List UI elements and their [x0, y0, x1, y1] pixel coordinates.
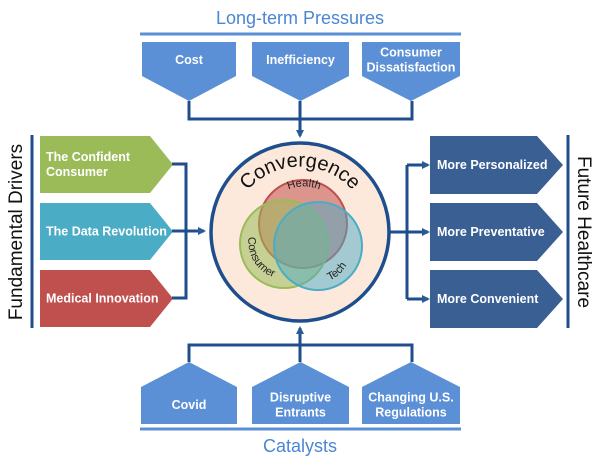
box-label-line: The Confident — [46, 150, 131, 164]
bottom-connector — [187, 326, 414, 362]
left-connector — [172, 162, 206, 300]
convergence-group: Convergence Health Consumer Tech — [209, 141, 391, 323]
covid-box: Covid — [141, 362, 237, 424]
top-connector — [187, 101, 414, 138]
box-label-line: Entrants — [275, 406, 326, 420]
more-convenient-box: More Convenient — [430, 270, 563, 328]
inefficiency-box: Inefficiency — [252, 42, 349, 101]
box-label-line: More Convenient — [437, 292, 539, 306]
box-label-line: Disruptive — [270, 391, 331, 405]
long-term-pressures-title: Long-term Pressures — [216, 8, 384, 28]
box-label-line: Regulations — [375, 406, 447, 420]
changing-regulations-box: Changing U.S.Regulations — [362, 362, 460, 424]
box-label-line: More Preventative — [437, 225, 545, 239]
more-preventative-box: More Preventative — [430, 203, 563, 261]
venn-tech-circle — [273, 201, 363, 291]
right-connector — [389, 161, 430, 303]
box-label-line: More Personalized — [437, 158, 547, 172]
box-label-line: Consumer — [46, 165, 108, 179]
box-label-line: Cost — [175, 53, 204, 67]
more-personalized-box: More Personalized — [430, 136, 563, 194]
box-label-line: Changing U.S. — [368, 391, 453, 405]
box-label-line: Consumer — [380, 46, 442, 60]
box-label-line: Covid — [172, 398, 207, 412]
catalysts-title: Catalysts — [263, 436, 337, 456]
box-label-line: Dissatisfaction — [367, 61, 456, 75]
box-label-line: The Data Revolution — [46, 225, 167, 239]
fundamental-drivers-title: Fundamental Drivers — [6, 144, 27, 320]
box-label-line: Medical Innovation — [46, 292, 159, 306]
cost-box: Cost — [142, 42, 236, 101]
future-healthcare-title: Future Healthcare — [573, 156, 594, 308]
box-label-line: Inefficiency — [266, 53, 335, 67]
data-revolution-box: The Data Revolution — [40, 203, 173, 260]
medical-innovation-box: Medical Innovation — [40, 270, 173, 327]
